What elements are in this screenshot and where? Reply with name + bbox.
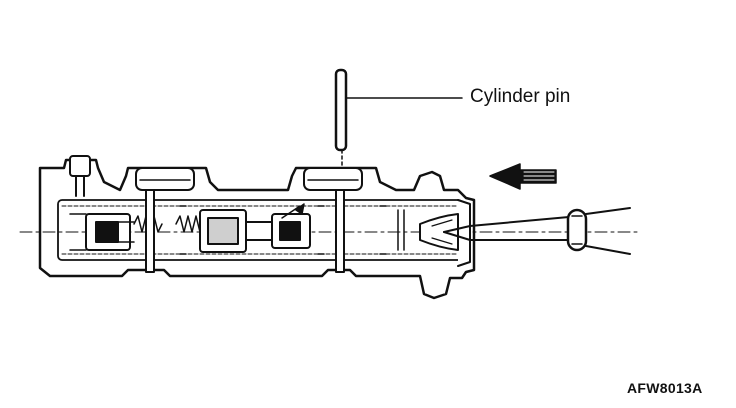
reservoir-boss-front bbox=[303, 167, 363, 191]
cylinder-pin bbox=[334, 68, 348, 169]
reservoir-boss-rear bbox=[135, 167, 195, 191]
stopper-bolt-rear bbox=[145, 189, 155, 273]
cylinder-body-outline bbox=[38, 158, 476, 300]
bleeder-port bbox=[69, 155, 91, 197]
seal-marks bbox=[179, 205, 405, 255]
cylinder-pin-label: Cylinder pin bbox=[470, 86, 571, 107]
push-direction-arrow bbox=[489, 163, 557, 190]
return-spring-mid bbox=[175, 215, 201, 233]
primary-piston-assembly bbox=[199, 203, 311, 253]
secondary-piston bbox=[69, 213, 135, 251]
piston-cup-front bbox=[419, 199, 471, 267]
stopper-bolt-front bbox=[335, 189, 345, 273]
pushrod-tool bbox=[443, 207, 631, 255]
figure-code-label: AFW8013A bbox=[627, 380, 703, 396]
